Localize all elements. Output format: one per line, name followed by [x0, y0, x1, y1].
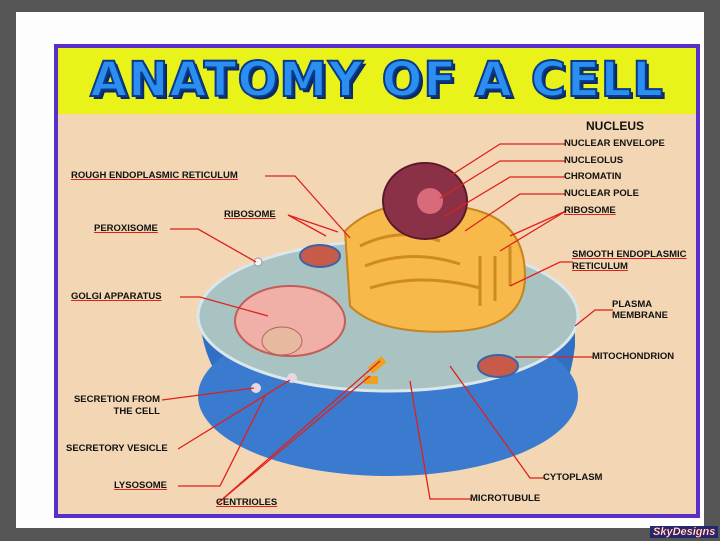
skydesigns-logo: SkyDesigns — [650, 526, 719, 538]
label-ribosome-left: RIBOSOME — [224, 209, 276, 220]
secretion — [251, 383, 261, 393]
label-smooth-er-line2: RETICULUM — [572, 261, 628, 272]
label-nucleolus: NUCLEOLUS — [564, 155, 624, 166]
mitochondrion — [477, 354, 519, 378]
label-secretory-vesicle: SECRETORY VESICLE — [66, 443, 168, 454]
label-rough-er: ROUGH ENDOPLASMIC RETICULUM — [71, 170, 238, 181]
label-mitochondrion: MITOCHONDRION — [592, 351, 675, 362]
cell-diagram — [161, 143, 613, 504]
poster-title: ANATOMY OF A CELL — [89, 51, 664, 109]
label-golgi: GOLGI APPARATUS — [71, 291, 162, 302]
label-microtubule: MICROTUBULE — [470, 493, 541, 504]
label-nuclear-envelope: NUCLEAR ENVELOPE — [564, 138, 665, 149]
poster: ANATOMY OF A CELL NUCLEUS NUCLEAR ENVELO… — [54, 44, 719, 538]
leader-lines — [161, 143, 613, 504]
header-banner: ANATOMY OF A CELL — [58, 48, 696, 114]
label-chromatin: CHROMATIN — [564, 171, 622, 182]
label-centrioles: CENTRIOLES — [216, 497, 278, 508]
label-ribosome-right: RIBOSOME — [564, 205, 616, 216]
label-lysosome: LYSOSOME — [114, 480, 167, 491]
centriole — [364, 376, 378, 384]
label-smooth-er-line1: SMOOTH ENDOPLASMIC — [572, 249, 687, 260]
label-secretion-line2: THE CELL — [113, 406, 160, 417]
label-nuclear-pole: NUCLEAR POLE — [564, 188, 639, 199]
label-cytoplasm: CYTOPLASM — [543, 472, 603, 483]
poster-card: ANATOMY OF A CELL NUCLEUS NUCLEAR ENVELO… — [16, 12, 719, 538]
mitochondrion — [299, 244, 341, 268]
nucleolus — [417, 188, 443, 214]
label-peroxisome: PEROXISOME — [94, 223, 158, 234]
label-secretion-line1: SECRETION FROM — [73, 394, 160, 405]
centriole — [367, 356, 387, 374]
nucleus-heading: NUCLEUS — [586, 119, 645, 133]
peroxisome — [253, 257, 263, 267]
label-plasma-line2: MEMBRANE — [612, 310, 668, 321]
label-plasma-line1: PLASMA — [612, 299, 653, 310]
